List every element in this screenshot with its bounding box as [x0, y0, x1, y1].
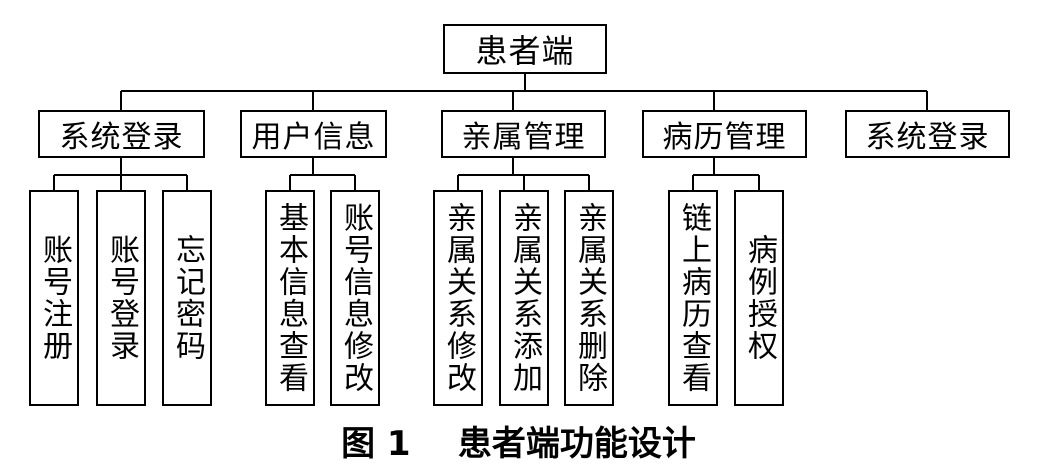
node-system-login-2: 系统登录 — [845, 110, 1010, 158]
node-relative-management: 亲属管理 — [441, 110, 606, 158]
leaf-basic-info-view: 基本信息查看 — [265, 190, 315, 406]
root-node: 患者端 — [443, 24, 607, 74]
node-user-info: 用户信息 — [240, 110, 387, 158]
leaf-forgot-password: 忘记密码 — [162, 190, 212, 406]
leaf-onchain-record-view: 链上病历查看 — [668, 190, 718, 406]
node-medical-record-management: 病历管理 — [642, 110, 807, 158]
leaf-relation-edit: 亲属关系修改 — [433, 190, 483, 406]
leaf-account-login: 账号登录 — [96, 190, 146, 406]
leaf-account-register: 账号注册 — [29, 190, 79, 406]
leaf-record-authorization: 病例授权 — [734, 190, 784, 406]
node-system-login: 系统登录 — [38, 110, 205, 158]
leaf-account-info-edit: 账号信息修改 — [330, 190, 380, 406]
leaf-relation-add: 亲属关系添加 — [499, 190, 549, 406]
leaf-relation-delete: 亲属关系删除 — [564, 190, 614, 406]
figure-caption: 图 1 患者端功能设计 — [341, 424, 696, 464]
